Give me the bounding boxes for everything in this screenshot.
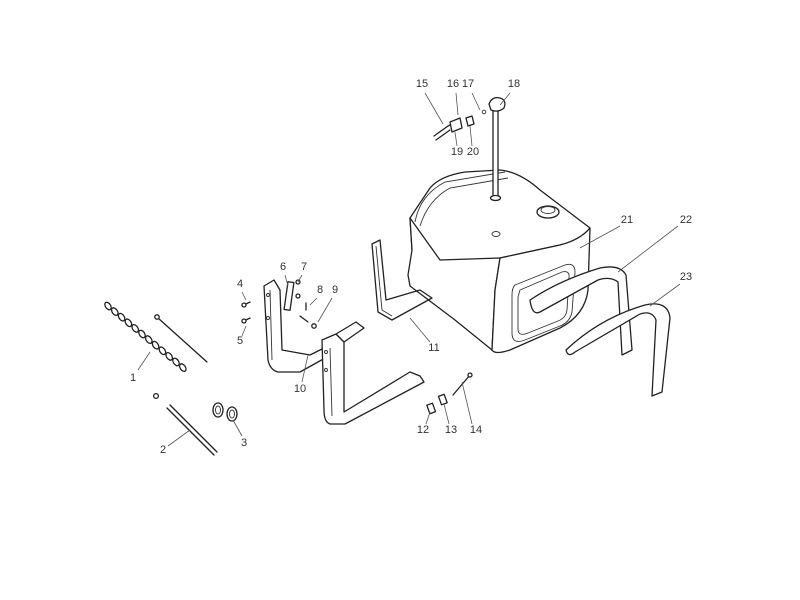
callout-number-5: 5	[237, 335, 243, 347]
callout-number-16: 16	[447, 78, 459, 90]
ring	[165, 352, 174, 361]
fuel-tank	[407, 169, 591, 354]
ring	[124, 318, 133, 328]
part-6-plate	[283, 281, 295, 311]
callout-number-14: 14	[470, 424, 482, 436]
callout-leader-16	[455, 92, 459, 116]
callout-leader-10	[301, 354, 309, 383]
callout-number-7: 7	[301, 261, 307, 273]
part-21-strap	[529, 266, 633, 356]
callout-leader-22	[617, 225, 679, 273]
callout-leader-7	[297, 274, 303, 283]
callout-leader-2	[167, 429, 191, 447]
callout-leader-15	[424, 92, 444, 125]
callout-leader-9	[317, 297, 333, 323]
callout-leader-3	[232, 419, 243, 437]
callout-leader-6	[284, 274, 289, 287]
callout-number-11: 11	[428, 342, 439, 354]
callout-number-18: 18	[508, 78, 520, 90]
callout-number-23: 23	[680, 271, 692, 283]
callout-number-22: 22	[680, 214, 692, 226]
callout-number-13: 13	[445, 424, 457, 436]
ring	[172, 357, 180, 367]
callout-leader-19	[454, 131, 458, 147]
callout-number-3: 3	[241, 437, 247, 449]
part-16-19-clip	[449, 117, 463, 133]
ring	[144, 335, 153, 344]
callout-leader-17	[471, 92, 481, 111]
part-17-20-nut	[465, 109, 487, 127]
part-2-rod	[152, 392, 218, 456]
callout-leader-1	[137, 351, 151, 371]
part-support-bracket-right	[321, 321, 425, 425]
callout-number-4: 4	[237, 278, 243, 290]
callout-leader-20	[469, 125, 473, 147]
callout-number-2: 2	[160, 444, 166, 456]
callout-number-19: 19	[451, 146, 463, 158]
callout-number-1: 1	[130, 372, 136, 384]
part-23-strap	[565, 303, 671, 397]
callout-leader-5	[241, 325, 247, 337]
part-10-support-bracket	[263, 279, 337, 373]
ring	[151, 340, 160, 350]
callout-leader-18	[499, 92, 511, 106]
callout-number-15: 15	[416, 78, 428, 90]
callout-number-12: 12	[417, 424, 429, 436]
callout-number-17: 17	[462, 78, 474, 90]
callout-number-6: 6	[280, 261, 286, 273]
callout-number-20: 20	[467, 146, 479, 158]
part-11-strap-bracket	[371, 239, 433, 321]
part-18-sender-unit	[488, 96, 506, 202]
ring	[117, 312, 126, 322]
callout-leader-13	[443, 403, 450, 425]
ring	[131, 324, 140, 333]
callout-leader-11	[409, 317, 431, 343]
callout-leader-21	[579, 225, 621, 249]
ring	[104, 301, 112, 311]
part-3-grommets	[212, 402, 238, 422]
part-14-bolt	[452, 372, 473, 396]
callout-leader-12	[425, 411, 431, 425]
callout-number-10: 10	[294, 383, 306, 395]
callout-number-9: 9	[332, 284, 338, 296]
ring	[178, 363, 187, 372]
callout-leader-14	[461, 381, 473, 425]
callout-leader-23	[649, 283, 681, 307]
part-1-rod	[154, 314, 208, 363]
callout-leader-8	[309, 297, 318, 306]
callout-number-8: 8	[317, 284, 323, 296]
ring	[110, 307, 119, 316]
part-13-spacer	[437, 393, 448, 406]
part-1-ring-chain	[104, 301, 187, 372]
callout-number-21: 21	[621, 214, 633, 226]
small-fasteners	[241, 279, 317, 329]
ring	[138, 329, 146, 339]
ring	[158, 346, 167, 356]
part-12-spacer	[426, 402, 437, 415]
callout-leader-4	[241, 291, 247, 301]
